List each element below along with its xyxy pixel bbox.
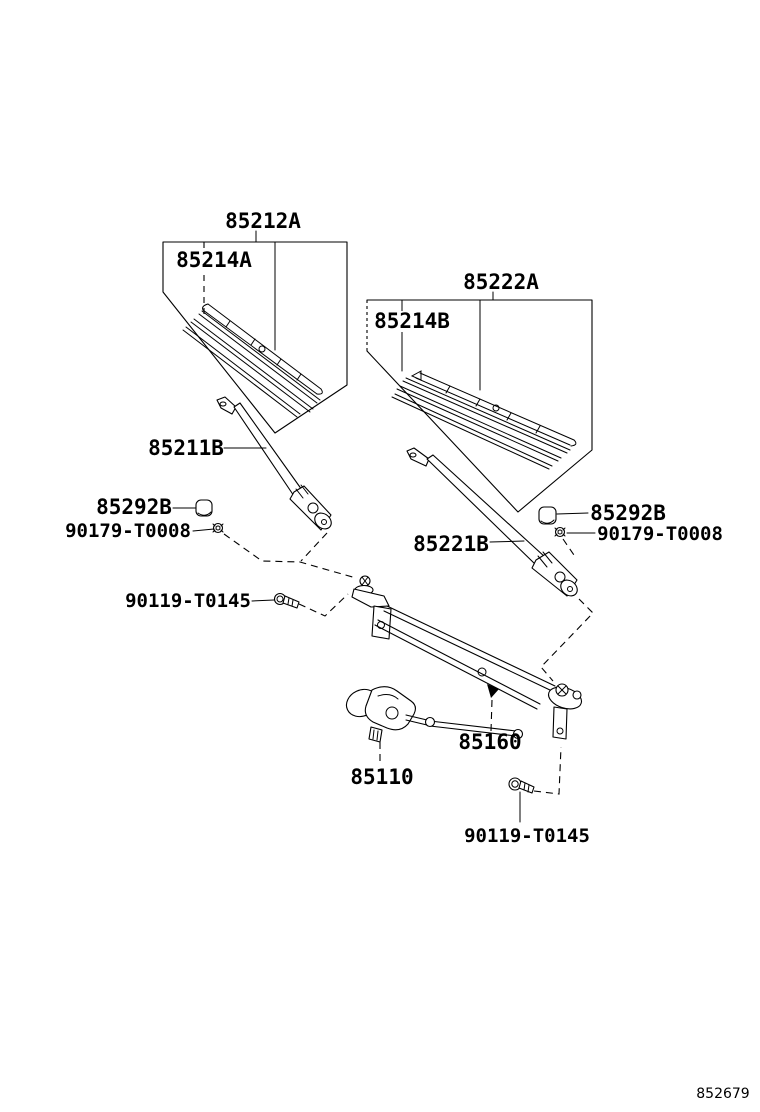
- label-85212a: 85212A: [225, 209, 301, 233]
- motor-gear-housing: [364, 686, 417, 731]
- leader-85292b-rh: [556, 512, 589, 515]
- link-rod-2: [377, 619, 541, 705]
- wiper-blade-drawing-lh: [182, 303, 323, 418]
- label-85214b: 85214B: [374, 309, 450, 333]
- drawing-number: 852679: [696, 1086, 749, 1102]
- leader-90119-lh: [251, 599, 275, 602]
- wiper-arm-rh: [406, 447, 578, 597]
- label-85214a: 85214A: [176, 248, 252, 272]
- box-outline-rh: [366, 299, 593, 513]
- link-rod-1: [386, 605, 556, 687]
- dashed-locator-lines: [223, 532, 594, 795]
- label-85211b: 85211B: [148, 436, 224, 460]
- wiper-arm-lh: [216, 396, 332, 531]
- leader-85160: [490, 699, 493, 732]
- drive-rod: [429, 720, 517, 732]
- mount-bolt-bottom: [508, 777, 535, 794]
- motor-crank-ball: [424, 716, 436, 728]
- label-85160: 85160: [458, 730, 521, 754]
- wiper-blade-drawing-rh: [391, 370, 577, 470]
- leader-lines: [172, 447, 596, 823]
- pivot-cap-lh: [195, 499, 213, 517]
- label-85214a-bg: [172, 250, 256, 271]
- part-labels: 85212A 85214A 85222A 85214B 85211B 85292…: [65, 209, 723, 847]
- wiper-motor: [345, 686, 436, 743]
- leader-85160-arrow: [487, 684, 499, 698]
- label-85292b-lh: 85292B: [96, 495, 172, 519]
- box-outline-lh: [162, 241, 348, 434]
- label-85110: 85110: [350, 765, 413, 789]
- label-90119-t0145-bottom: 90119-T0145: [464, 825, 590, 847]
- label-85222a: 85222A: [463, 270, 539, 294]
- pivot-nut-lh: [212, 522, 224, 534]
- label-90179-t0008-lh: 90179-T0008: [65, 520, 191, 542]
- wiper-link-assembly: [351, 575, 583, 740]
- leader-85221b: [489, 540, 525, 543]
- mount-bolt-lh: [273, 592, 300, 609]
- pivot-cap-rh: [538, 506, 557, 525]
- leader-90179-lh: [192, 528, 215, 532]
- label-85292b-rh: 85292B: [590, 501, 666, 525]
- pivot-nut-rh: [554, 526, 566, 538]
- label-90119-t0145-lh: 90119-T0145: [125, 590, 251, 612]
- label-85221b: 85221B: [413, 532, 489, 556]
- label-85214b-bg: [370, 311, 454, 332]
- label-90179-t0008-rh: 90179-T0008: [597, 523, 723, 545]
- pivot-crank-lh: [351, 588, 390, 608]
- pivot-bracket-lh: [371, 605, 392, 640]
